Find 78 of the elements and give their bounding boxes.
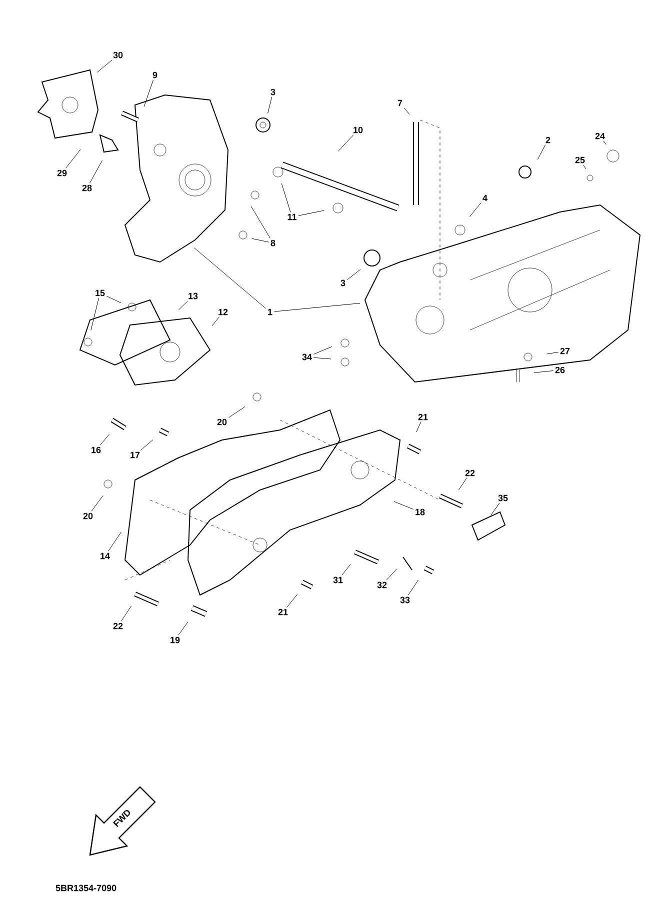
leader-line bbox=[90, 298, 100, 331]
callout-number: 20 bbox=[83, 512, 93, 520]
leader-line bbox=[194, 248, 266, 309]
callout-number: 8 bbox=[270, 240, 276, 246]
callout-number: 21 bbox=[278, 608, 288, 616]
callout-number: 3 bbox=[340, 280, 346, 286]
callout-number: 22 bbox=[113, 622, 123, 630]
leader-line bbox=[469, 202, 482, 217]
leader-line bbox=[144, 80, 154, 107]
callout-number: 22 bbox=[465, 470, 475, 476]
leader-line bbox=[89, 160, 102, 184]
leader-line bbox=[100, 434, 110, 446]
leader-line bbox=[416, 422, 422, 432]
leader-line bbox=[228, 406, 246, 418]
leader-line bbox=[546, 352, 559, 354]
callout-number: 13 bbox=[188, 292, 198, 300]
leader-line bbox=[96, 60, 112, 73]
leader-line bbox=[106, 296, 122, 304]
leader-line bbox=[346, 269, 361, 280]
leader-line bbox=[108, 532, 122, 552]
leader-line bbox=[313, 357, 332, 360]
callout-number: 21 bbox=[418, 414, 428, 420]
leader-line bbox=[120, 606, 132, 622]
callout-number: 2 bbox=[546, 136, 550, 144]
leader-line bbox=[534, 370, 554, 373]
leader-line bbox=[274, 302, 360, 312]
leader-line bbox=[458, 478, 468, 490]
leader-line bbox=[537, 144, 546, 160]
leader-line bbox=[583, 164, 586, 170]
callout-number: 14 bbox=[100, 552, 110, 560]
callout-number: 9 bbox=[152, 72, 158, 78]
callout-number: 29 bbox=[57, 170, 67, 176]
leader-line bbox=[268, 96, 272, 114]
callout-number: 20 bbox=[217, 418, 227, 426]
callout-number: 1 bbox=[268, 308, 272, 316]
leader-line bbox=[603, 140, 606, 145]
leader-line bbox=[212, 316, 220, 326]
callout-number: 15 bbox=[96, 290, 105, 296]
leader-line bbox=[490, 502, 500, 516]
leader-line bbox=[313, 346, 332, 354]
callout-number: 30 bbox=[113, 52, 123, 58]
callout-number: 28 bbox=[82, 184, 92, 192]
leader-line bbox=[66, 149, 81, 168]
part-number-code: 5BR1354-7090 bbox=[56, 884, 116, 892]
leader-line bbox=[91, 495, 104, 512]
leader-line bbox=[342, 564, 351, 576]
leader-line bbox=[394, 501, 414, 510]
leader-line bbox=[281, 183, 291, 212]
callout-number: 10 bbox=[354, 126, 363, 134]
callout-number: 4 bbox=[482, 194, 488, 202]
leader-line bbox=[140, 440, 154, 450]
callout-number: 16 bbox=[92, 446, 101, 454]
callout-number: 27 bbox=[560, 348, 570, 354]
callout-number: 35 bbox=[498, 494, 508, 502]
callout-number: 18 bbox=[416, 508, 425, 516]
callout-number: 32 bbox=[377, 582, 387, 588]
leader-line bbox=[386, 568, 398, 580]
leader-line bbox=[250, 206, 270, 238]
callout-number: 17 bbox=[130, 452, 140, 458]
leader-line bbox=[178, 300, 188, 310]
callout-number: 24 bbox=[595, 132, 605, 140]
leader-line bbox=[404, 108, 410, 115]
callout-number: 26 bbox=[555, 366, 565, 374]
leader-line bbox=[338, 134, 354, 152]
leader-line bbox=[286, 594, 298, 608]
callout-number: 11 bbox=[288, 214, 296, 220]
callout-number: 34 bbox=[302, 354, 312, 360]
callout-number: 19 bbox=[170, 636, 180, 644]
leader-line bbox=[408, 580, 419, 596]
callout-number: 7 bbox=[398, 100, 402, 106]
leader-line bbox=[178, 622, 188, 636]
callout-number: 12 bbox=[218, 308, 228, 316]
callout-number: 33 bbox=[400, 596, 410, 604]
callout-number: 25 bbox=[575, 156, 585, 164]
leader-line bbox=[251, 238, 270, 242]
leader-line bbox=[298, 210, 324, 216]
callout-number: 31 bbox=[333, 576, 343, 584]
callout-number: 3 bbox=[270, 88, 276, 96]
